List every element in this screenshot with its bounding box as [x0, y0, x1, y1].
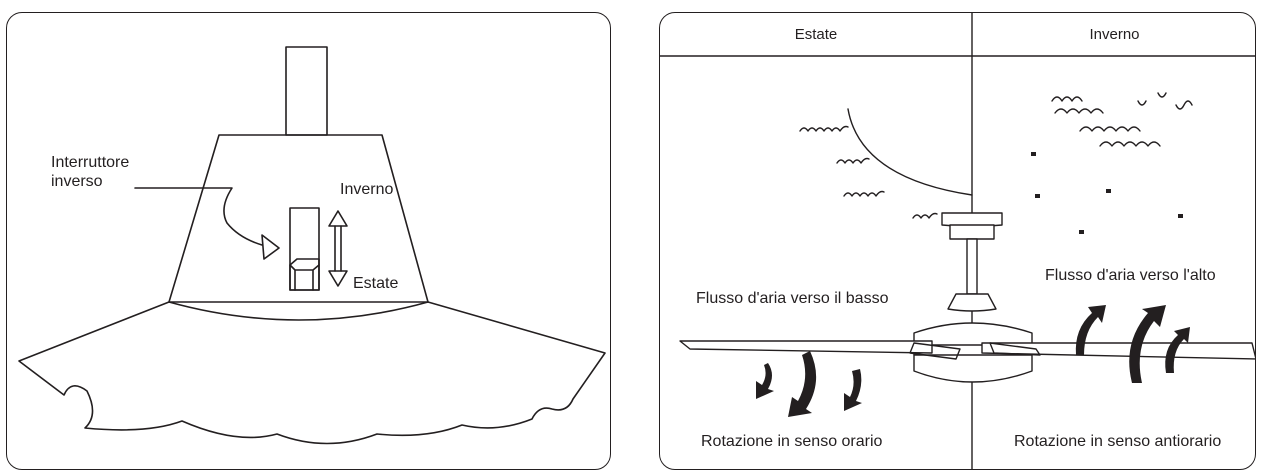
arrow-up-icon	[328, 210, 348, 227]
air-wave-icon	[836, 157, 870, 164]
housing-lip	[168, 301, 429, 321]
reverse-switch-panel: Interruttore inverso Inverno Estate	[6, 12, 611, 470]
air-wave-icon	[1137, 92, 1193, 110]
switch-knob	[289, 258, 320, 291]
air-wave-icon	[1099, 141, 1161, 147]
air-wave-icon	[799, 125, 849, 132]
header-summer: Estate	[794, 26, 838, 43]
callout-line	[134, 187, 263, 246]
downflow-label: Flusso d'aria verso il basso	[696, 290, 889, 307]
airflow-panel: Estate Inverno Flusso d'aria verso il ba…	[659, 12, 1256, 470]
ceiling-fan	[679, 212, 1255, 383]
counterclockwise-label: Rotazione in senso antiorario	[1014, 433, 1222, 450]
callout-arrowhead	[261, 234, 280, 260]
air-wave-icon	[1054, 108, 1104, 114]
ceiling-canopy	[18, 301, 606, 445]
downrod	[285, 46, 328, 136]
arrow-down-icon	[328, 270, 348, 287]
air-wave-icon	[1079, 126, 1141, 132]
summer-label: Estate	[353, 275, 399, 292]
reverse-switch-label: Interruttore inverso	[51, 154, 130, 190]
winter-label: Inverno	[340, 181, 394, 198]
header-winter: Inverno	[1089, 26, 1140, 43]
air-wave-icon	[1051, 96, 1083, 102]
clockwise-label: Rotazione in senso orario	[701, 433, 883, 450]
air-wave-icon	[912, 212, 938, 219]
fan-housing-drawing	[18, 46, 606, 445]
downflow-arrows-icon	[756, 351, 862, 417]
upflow-label: Flusso d'aria verso l'alto	[1045, 267, 1216, 284]
ceiling-curve	[847, 108, 973, 196]
fan-airflow-drawing	[660, 13, 1255, 469]
air-particles	[1031, 152, 1183, 234]
air-wave-icon	[843, 190, 885, 197]
upflow-arrows-icon	[1075, 305, 1190, 383]
